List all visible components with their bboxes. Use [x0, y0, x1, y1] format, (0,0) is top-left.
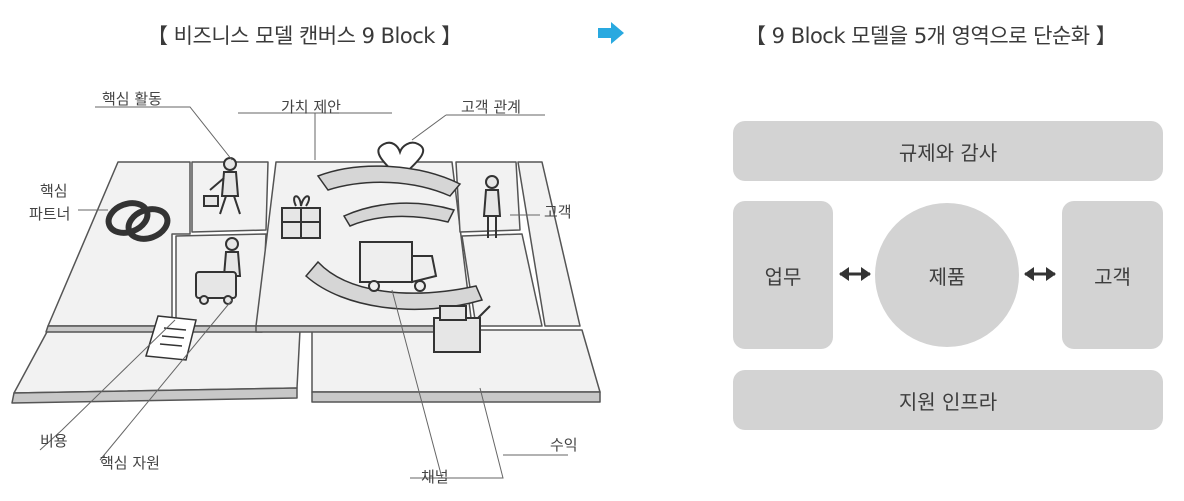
label-revenue: 수익: [550, 436, 578, 454]
label-key-activities: 핵심 활동: [102, 90, 162, 108]
product-label: 제품: [928, 264, 966, 289]
customer-box: 고객: [1062, 201, 1163, 349]
support-infra-label: 지원 인프라: [898, 389, 998, 414]
business-box: 업무: [733, 201, 833, 349]
label-key-partners-line1: 핵심: [40, 182, 68, 200]
right-arrow-icon: [598, 22, 624, 44]
label-channels: 채널: [421, 468, 449, 486]
support-infra-box: 지원 인프라: [733, 370, 1163, 430]
customer-label: 고객: [1094, 264, 1131, 289]
label-value-proposition: 가치 제안: [281, 98, 341, 116]
business-model-canvas-illustration: [11, 106, 601, 479]
business-label: 업무: [764, 264, 802, 289]
left-title: 【 비즈니스 모델 캔버스 9 Block 】: [147, 24, 462, 48]
label-customer-relationships: 고객 관계: [461, 98, 521, 116]
product-circle: 제품: [875, 203, 1019, 347]
double-arrow-icon: [839, 267, 871, 281]
label-key-partners-line2: 파트너: [29, 205, 71, 223]
regulation-audit-label: 규제와 감사: [898, 140, 998, 165]
label-customers: 고객: [544, 203, 572, 221]
label-key-resources: 핵심 자원: [100, 454, 160, 472]
regulation-audit-box: 규제와 감사: [733, 121, 1163, 181]
right-title: 【 9 Block 모델을 5개 영역으로 단순화 】: [745, 24, 1117, 48]
label-cost: 비용: [40, 432, 68, 450]
double-arrow-icon: [1024, 267, 1056, 281]
